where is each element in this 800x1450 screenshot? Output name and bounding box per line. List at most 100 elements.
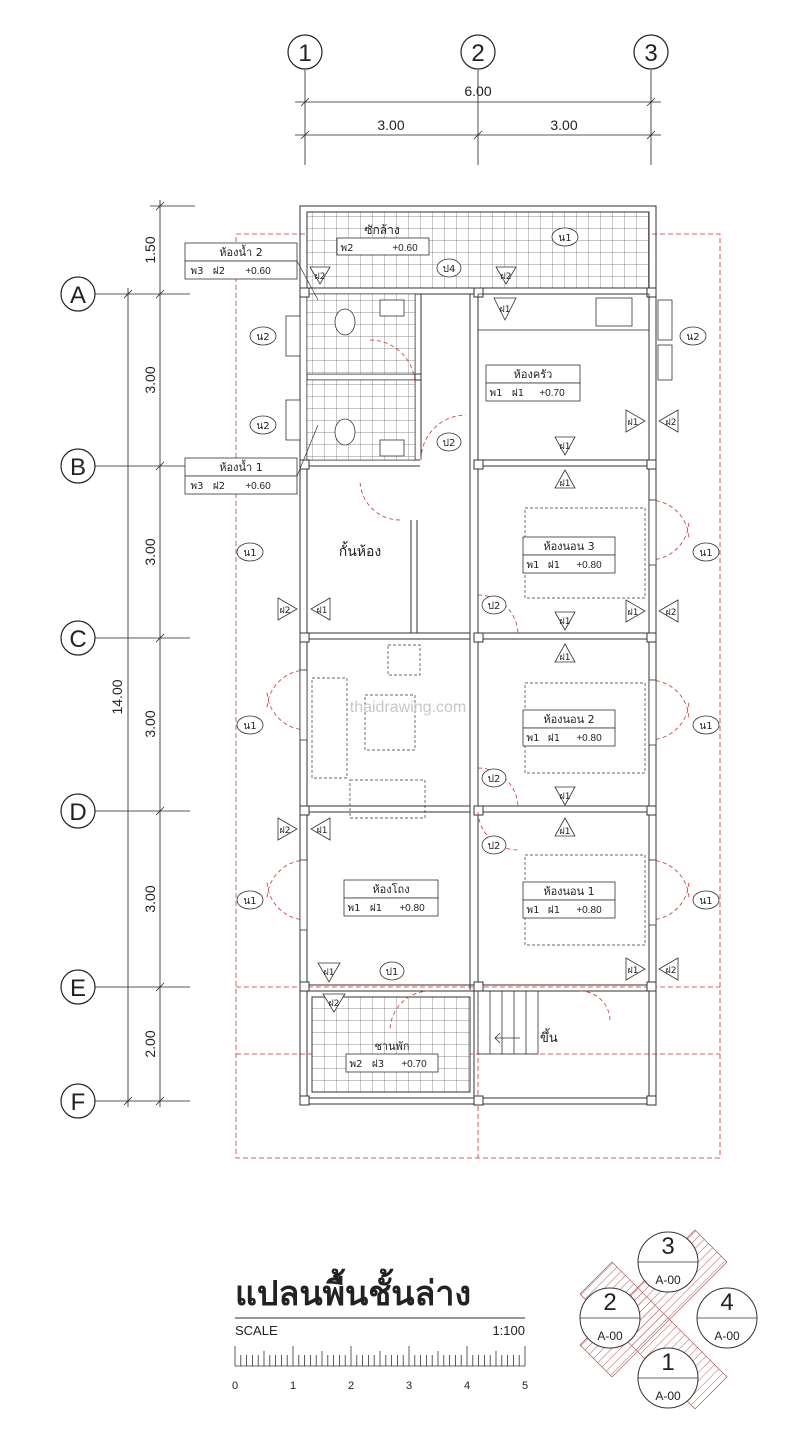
svg-text:น1: น1 <box>699 548 712 559</box>
svg-text:3: 3 <box>406 1380 412 1392</box>
column-grid-bubbles: 1 2 3 <box>287 34 669 70</box>
row-dimensions <box>95 200 195 1107</box>
svg-text:ป2: ป2 <box>443 438 456 449</box>
svg-text:ห้องน้ำ 2: ห้องน้ำ 2 <box>219 244 262 259</box>
svg-text:ฝ1: ฝ1 <box>560 442 571 452</box>
svg-text:ซักล้าง: ซักล้าง <box>364 223 399 237</box>
svg-text:5: 5 <box>522 1380 528 1392</box>
svg-text:ฝ2: ฝ2 <box>213 266 225 277</box>
svg-text:ฝ1: ฝ1 <box>548 560 560 571</box>
svg-text:ฝ1: ฝ1 <box>500 305 511 315</box>
svg-text:น1: น1 <box>699 896 712 907</box>
room-label-bed1: ห้องนอน 1 พ1 ฝ1 +0.80 <box>522 881 616 919</box>
svg-text:1: 1 <box>661 1349 674 1376</box>
svg-text:ฝ1: ฝ1 <box>560 617 571 627</box>
bay-length-dim-6: 2.00 <box>142 1030 158 1057</box>
svg-text:พ1: พ1 <box>527 733 540 744</box>
svg-text:พ1: พ1 <box>527 905 540 916</box>
svg-text:น1: น1 <box>243 721 256 732</box>
grid-label-E: E <box>70 975 86 1002</box>
section-mark-1: 1 A-00 <box>637 1347 699 1409</box>
svg-text:+0.80: +0.80 <box>576 905 602 916</box>
svg-text:3: 3 <box>661 1233 674 1260</box>
room-label-kitchen: ห้องครัว พ1 ฝ1 +0.70 <box>485 364 581 402</box>
column-dimensions <box>295 70 661 165</box>
svg-text:ฝ2: ฝ2 <box>213 481 225 492</box>
svg-text:ฝ1: ฝ1 <box>512 388 524 399</box>
svg-text:พ1: พ1 <box>490 388 503 399</box>
drawing-title: แปลนพื้นชั้นล่าง <box>235 1268 471 1314</box>
svg-text:ฝ1: ฝ1 <box>370 903 382 914</box>
plumbing-fixtures <box>334 299 405 457</box>
wall-tags <box>277 266 679 1013</box>
stair-label: ขึ้น <box>540 1028 558 1046</box>
bay-length-dim-1: 1.50 <box>142 236 158 263</box>
svg-text:+0.80: +0.80 <box>576 560 602 571</box>
room-label-bath2: ห้องน้ำ 2 พ3 ฝ2 +0.60 <box>184 242 319 301</box>
svg-text:2: 2 <box>348 1380 354 1392</box>
svg-text:ฝ1: ฝ1 <box>560 827 571 837</box>
svg-text:ฝ2: ฝ2 <box>666 966 677 976</box>
svg-text:น1: น1 <box>243 896 256 907</box>
svg-text:ป2: ป2 <box>488 841 501 852</box>
svg-text:+0.70: +0.70 <box>539 388 565 399</box>
bay-length-dim-4: 3.00 <box>142 710 158 737</box>
structural-columns <box>299 287 657 1106</box>
room-label-bath1: ห้องน้ำ 1 พ3 ฝ2 +0.60 <box>184 424 319 495</box>
svg-text:น1: น1 <box>558 233 571 244</box>
svg-text:ห้องครัว: ห้องครัว <box>514 368 553 381</box>
svg-text:พ1: พ1 <box>348 903 361 914</box>
section-mark-4: 4 A-00 <box>696 1287 758 1349</box>
svg-text:ห้องน้ำ 1: ห้องน้ำ 1 <box>219 459 262 474</box>
scale-label: SCALE <box>235 1323 278 1338</box>
room-label-laundry: ซักล้าง พ2 +0.60 <box>336 223 430 256</box>
svg-text:พ3: พ3 <box>191 266 204 277</box>
overall-width-dim: 6.00 <box>464 83 491 99</box>
grid-label-F: F <box>71 1089 86 1116</box>
svg-text:+0.60: +0.60 <box>245 481 271 492</box>
svg-text:ฝ1: ฝ1 <box>324 968 335 978</box>
grid-label-1: 1 <box>298 40 311 67</box>
room-label-porch: ชานพัก พ2 ฝ3 +0.70 <box>345 1040 439 1073</box>
room-label-bed3: ห้องนอน 3 พ1 ฝ1 +0.80 <box>522 536 616 574</box>
scale-bar <box>234 1346 526 1367</box>
svg-text:ฝ1: ฝ1 <box>317 606 328 616</box>
grid-bubble-3 <box>633 34 669 70</box>
svg-text:ฝ1: ฝ1 <box>560 792 571 802</box>
door-tags: ป4 ป2 ป2 ป2 ป2 ป1 <box>379 258 507 981</box>
svg-text:2: 2 <box>603 1289 616 1316</box>
grid-label-C: C <box>69 626 86 653</box>
svg-text:0: 0 <box>232 1380 238 1392</box>
svg-text:ฝ1: ฝ1 <box>628 418 639 428</box>
svg-text:+0.60: +0.60 <box>392 243 418 254</box>
svg-text:A-00: A-00 <box>597 1329 623 1343</box>
bay-length-dim-3: 3.00 <box>142 538 158 565</box>
svg-text:4: 4 <box>720 1289 733 1316</box>
svg-text:ฝ2: ฝ2 <box>666 608 677 618</box>
svg-text:ฝ2: ฝ2 <box>280 606 291 616</box>
grid-label-2: 2 <box>471 40 484 67</box>
svg-text:น2: น2 <box>256 421 269 432</box>
svg-text:ฝ2: ฝ2 <box>315 272 326 282</box>
grid-bubble-1 <box>287 34 323 70</box>
scale-ratio: 1:100 <box>492 1323 525 1338</box>
svg-text:+0.80: +0.80 <box>576 733 602 744</box>
svg-text:พ3: พ3 <box>191 481 204 492</box>
beds <box>524 507 646 946</box>
window-tags: น2 น2 น2 น1 น1 น1 น1 น1 น1 น1 <box>236 227 720 910</box>
svg-text:ห้องนอน 2: ห้องนอน 2 <box>543 713 594 726</box>
grid-label-D: D <box>69 799 86 826</box>
bay-length-dim-5: 3.00 <box>142 885 158 912</box>
section-mark-3: 3 A-00 <box>637 1231 699 1293</box>
svg-text:ฝ1: ฝ1 <box>548 905 560 916</box>
room-label-living: ห้องโถง พ1 ฝ1 +0.80 <box>343 879 439 917</box>
svg-text:ฝ1: ฝ1 <box>628 608 639 618</box>
svg-text:น1: น1 <box>243 548 256 559</box>
svg-text:พ2: พ2 <box>350 1059 363 1070</box>
grid-label-3: 3 <box>644 40 657 67</box>
room-label-partition: กั้นห้อง <box>339 541 382 560</box>
svg-text:ฝ1: ฝ1 <box>628 966 639 976</box>
svg-text:ป1: ป1 <box>386 967 399 978</box>
